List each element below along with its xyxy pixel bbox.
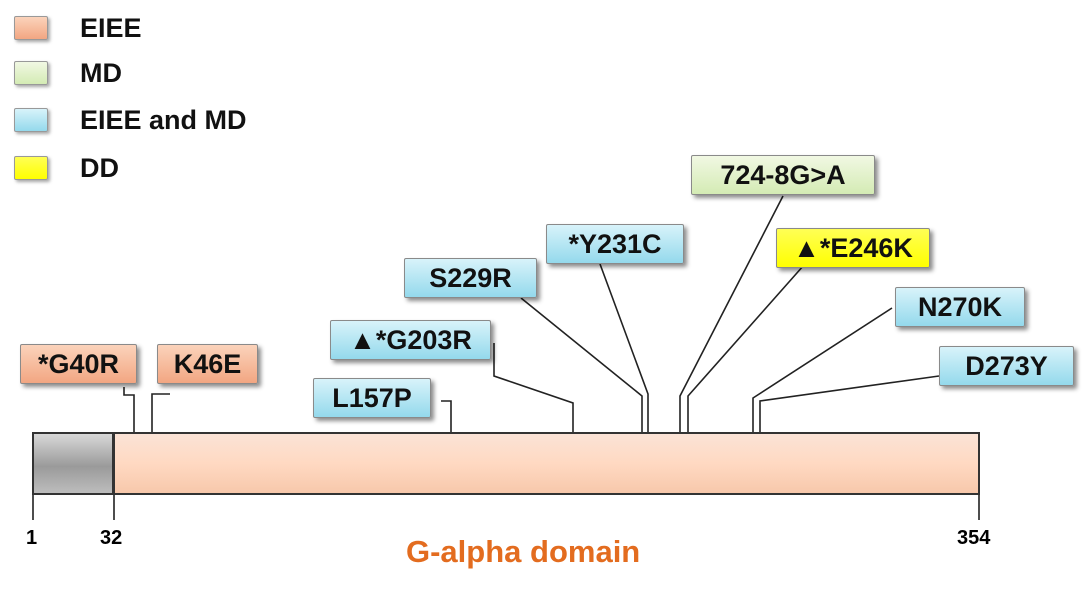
legend-item-md: MD: [14, 55, 122, 91]
leader-line-g203r: [493, 343, 574, 432]
leader-line-724-8g: [679, 195, 784, 432]
legend-item-eiee: EIEE: [14, 10, 142, 46]
leader-line-l157p: [441, 400, 452, 432]
legend-label: MD: [80, 57, 122, 88]
leader-line-e246k: [687, 264, 805, 432]
domain-label: G-alpha domain: [406, 534, 641, 569]
leader-line-y231c: [599, 263, 649, 432]
legend-swatch: [14, 156, 48, 180]
leader-line-k46e: [151, 393, 170, 432]
mutation-label-s229r: S229R: [404, 258, 537, 298]
position-label-354: 354: [957, 527, 991, 549]
legend-label: DD: [80, 152, 119, 183]
legend-swatch: [14, 61, 48, 85]
mutation-label-l157p: L157P: [313, 378, 431, 418]
mutation-label-d273y: D273Y: [939, 346, 1074, 386]
mutation-label-724-8g-a: 724-8G>A: [691, 155, 875, 195]
n-terminal-segment: [32, 432, 114, 495]
mutation-label-y231c: *Y231C: [546, 224, 684, 264]
legend-label: EIEE: [80, 12, 142, 43]
leader-line-g40r: [123, 387, 135, 432]
g-alpha-domain-bar: [113, 432, 980, 495]
legend-label: EIEE and MD: [80, 104, 247, 135]
mutation-label-n270k: N270K: [895, 287, 1025, 327]
mutation-label-e246k: ▲*E246K: [776, 228, 930, 268]
leader-line-s229r: [520, 297, 643, 432]
leader-line-d273y: [759, 375, 940, 432]
position-label-32: 32: [100, 527, 123, 549]
legend-item-dd: DD: [14, 150, 119, 186]
mutation-label-g203r: ▲*G203R: [330, 320, 491, 360]
legend-swatch: [14, 108, 48, 132]
mutation-label-g40r: *G40R: [20, 344, 137, 384]
leader-line-n270k: [752, 307, 893, 432]
legend-item-eiee-and-md: EIEE and MD: [14, 102, 247, 138]
position-label-1: 1: [26, 527, 38, 549]
mutation-label-k46e: K46E: [157, 344, 258, 384]
legend-swatch: [14, 16, 48, 40]
